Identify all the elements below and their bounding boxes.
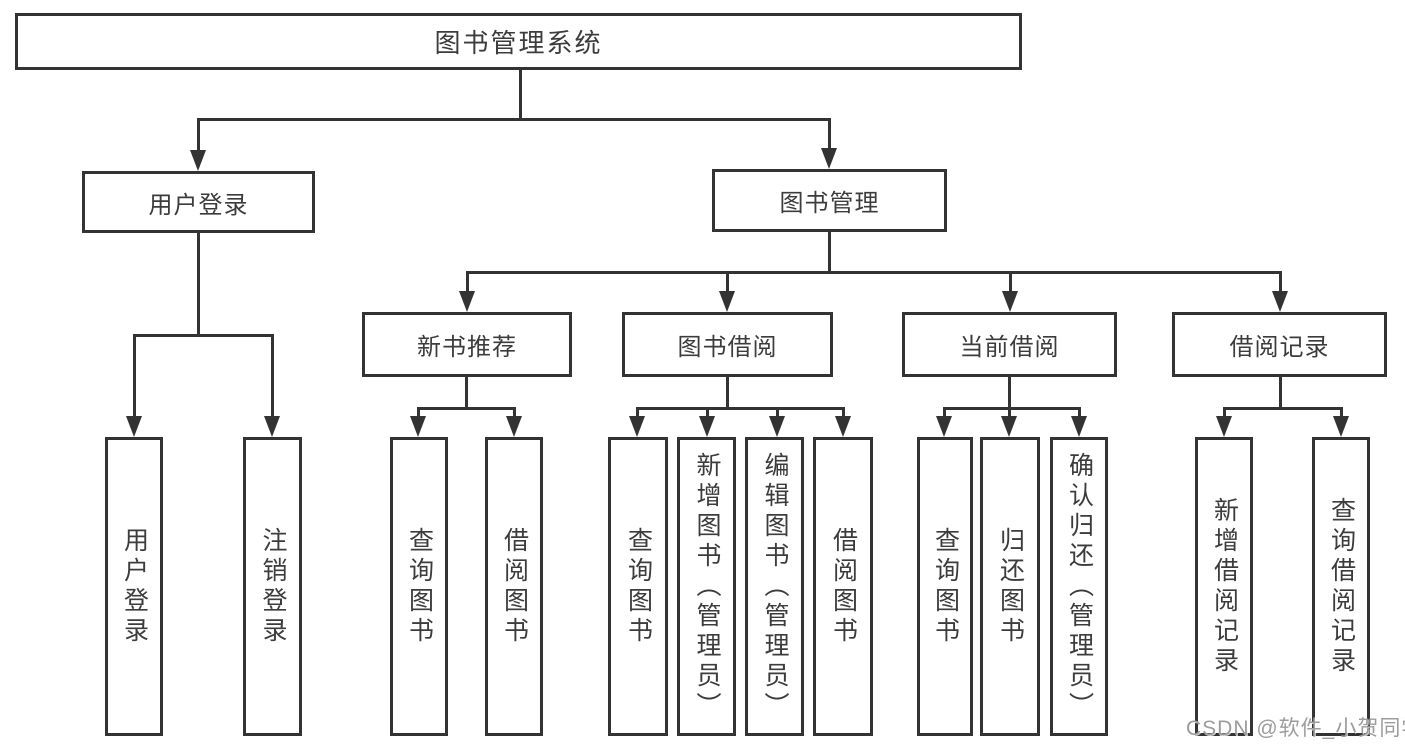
node-user-login-group: 用户登录 — [82, 171, 315, 233]
connector-line — [417, 407, 420, 418]
node-leaf-bb-borrow-books: 借阅图书 — [813, 437, 873, 736]
connector-line — [726, 271, 729, 293]
arrow-down-icon — [190, 150, 206, 171]
arrow-down-icon — [769, 416, 785, 437]
connector-line — [776, 407, 779, 418]
node-borrow-records: 借阅记录 — [1172, 312, 1387, 377]
connector-line — [636, 407, 639, 418]
arrow-down-icon — [699, 416, 715, 437]
node-label: 确认归还（管理员） — [1065, 451, 1094, 722]
arrow-down-icon — [506, 416, 522, 437]
connector-line — [465, 377, 468, 410]
arrow-down-icon — [629, 416, 645, 437]
node-book-borrow: 图书借阅 — [622, 312, 833, 377]
connector-line — [1009, 271, 1012, 293]
connector-line — [636, 407, 845, 410]
node-label: 查询图书 — [931, 526, 960, 647]
node-leaf-bb-edit-books-admin: 编辑图书（管理员） — [745, 437, 804, 736]
connector-line — [519, 70, 522, 119]
connector-line — [466, 271, 469, 293]
node-label: 查询图书 — [405, 526, 434, 647]
connector-line — [197, 118, 831, 121]
arrow-down-icon — [835, 416, 851, 437]
node-label: 借阅图书 — [500, 526, 529, 647]
connector-line — [1223, 407, 1343, 410]
node-label: 借阅记录 — [1229, 334, 1330, 361]
connector-line — [943, 407, 946, 418]
node-root: 图书管理系统 — [15, 13, 1022, 70]
connector-line — [828, 118, 831, 151]
node-leaf-nbr-borrow-books: 借阅图书 — [485, 437, 543, 736]
node-label: 图书管理 — [779, 190, 880, 217]
node-label: 用户登录 — [120, 526, 149, 647]
arrow-down-icon — [719, 291, 735, 312]
node-leaf-user-login: 用户登录 — [105, 437, 163, 736]
connector-line — [513, 407, 516, 418]
connector-line — [1340, 407, 1343, 418]
arrow-down-icon — [126, 416, 142, 437]
connector-line — [1008, 407, 1011, 418]
connector-line — [943, 407, 1081, 410]
arrow-down-icon — [936, 416, 952, 437]
node-label: 新增借阅记录 — [1210, 496, 1239, 677]
connector-line — [1279, 271, 1282, 293]
node-label: 借阅图书 — [829, 526, 858, 647]
node-label: 编辑图书（管理员） — [761, 451, 789, 722]
node-label: 图书借阅 — [677, 334, 778, 361]
node-label: 查询图书 — [624, 526, 653, 647]
arrow-down-icon — [821, 148, 837, 169]
node-label: 查询借阅记录 — [1327, 496, 1356, 677]
node-label: 新增图书（管理员） — [693, 451, 721, 722]
node-label: 归还图书 — [996, 526, 1025, 647]
connector-line — [828, 232, 831, 274]
watermark-text: CSDN @软件_小贺同学 — [1186, 717, 1405, 740]
node-leaf-cb-return-books: 归还图书 — [980, 437, 1040, 736]
node-leaf-bb-add-books-admin: 新增图书（管理员） — [677, 437, 736, 736]
arrow-down-icon — [1002, 291, 1018, 312]
connector-line — [133, 334, 274, 337]
node-leaf-nbr-query-books: 查询图书 — [390, 437, 448, 736]
arrow-down-icon — [1333, 416, 1349, 437]
node-leaf-cb-confirm-return-admin: 确认归还（管理员） — [1050, 437, 1108, 736]
node-leaf-cb-query-books: 查询图书 — [917, 437, 973, 736]
arrow-down-icon — [264, 416, 280, 437]
connector-line — [1078, 407, 1081, 418]
node-label: 当前借阅 — [959, 334, 1060, 361]
arrow-down-icon — [1001, 416, 1017, 437]
connector-line — [706, 407, 709, 418]
node-book-management: 图书管理 — [712, 169, 947, 232]
node-leaf-br-query-record: 查询借阅记录 — [1312, 437, 1370, 736]
arrow-down-icon — [1216, 416, 1232, 437]
arrow-down-icon — [1272, 291, 1288, 312]
node-leaf-br-add-record: 新增借阅记录 — [1195, 437, 1253, 736]
connector-line — [1223, 407, 1226, 418]
connector-line — [133, 334, 136, 416]
node-leaf-logout: 注销登录 — [243, 437, 302, 736]
connector-line — [197, 118, 200, 151]
node-leaf-bb-query-books: 查询图书 — [608, 437, 668, 736]
node-label: 注销登录 — [259, 526, 287, 647]
connector-line — [197, 233, 200, 337]
arrow-down-icon — [1071, 416, 1087, 437]
node-label: 用户登录 — [148, 191, 249, 219]
node-current-borrow: 当前借阅 — [902, 312, 1117, 377]
connector-line — [726, 377, 729, 410]
connector-line — [271, 334, 274, 416]
node-label: 新书推荐 — [417, 334, 517, 361]
node-label: 图书管理系统 — [434, 28, 603, 58]
connector-line — [466, 271, 1281, 274]
connector-line — [417, 407, 516, 410]
arrow-down-icon — [410, 416, 426, 437]
node-new-book-recommend: 新书推荐 — [362, 312, 572, 377]
arrow-down-icon — [459, 291, 475, 312]
connector-line — [1279, 377, 1282, 410]
connector-line — [842, 407, 845, 418]
connector-line — [1008, 377, 1011, 410]
